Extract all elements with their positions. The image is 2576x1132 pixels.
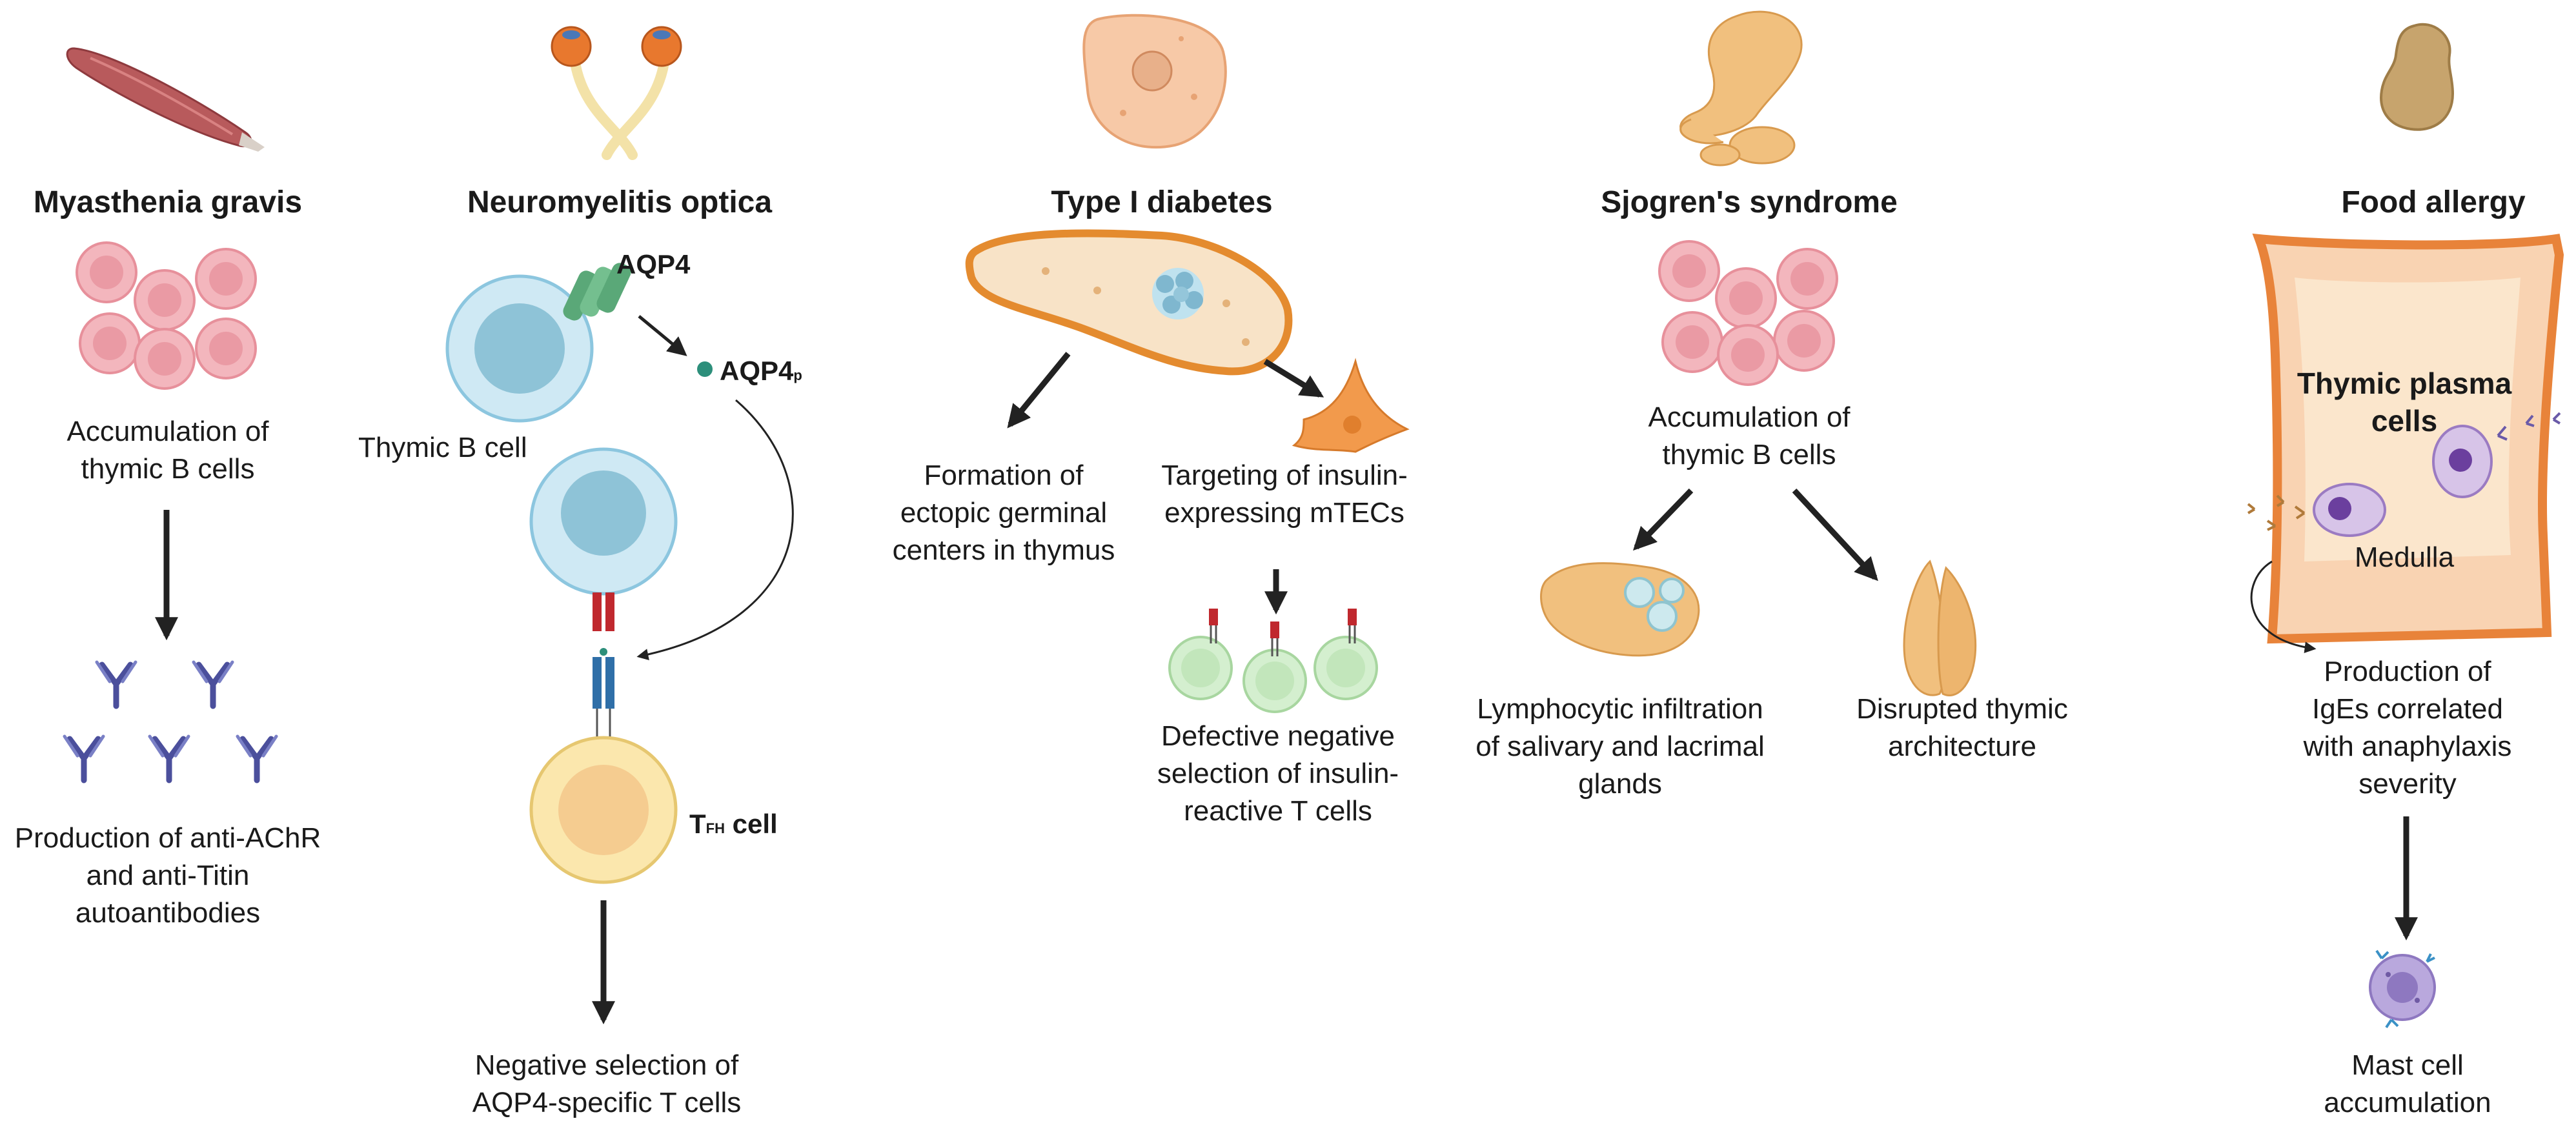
label-aqp4: AQP4 (616, 249, 691, 279)
t1d-arrow-left (1007, 352, 1071, 429)
label-tfh-cell: TFH cell (689, 809, 778, 839)
germinal-center-cluster (1152, 268, 1204, 319)
food-allergy-curve-arrow (2250, 560, 2317, 654)
sjogren-step-3: Disrupted thymic architecture (1856, 693, 2068, 762)
pancreas-cell-icon (1082, 14, 1227, 149)
mast-cell-icon (2369, 949, 2436, 1029)
label-medulla: Medulla (2354, 541, 2455, 573)
label-thymic-plasma-cells: Thymic plasma cells (2297, 367, 2512, 438)
thymic-b-cell-presenting (529, 447, 678, 596)
muscle-icon (66, 47, 265, 152)
title-neuromyelitis-optica: Neuromyelitis optica (467, 185, 773, 219)
t1d-step-2: Targeting of insulin- expressing mTECs (1161, 460, 1408, 529)
title-type-1-diabetes: Type I diabetes (1051, 185, 1273, 219)
plasma-cell-right (2432, 425, 2493, 498)
salivary-gland-icon (1679, 10, 1803, 167)
sjogren-step-2: Lymphocytic infiltration of salivary and… (1476, 693, 1765, 800)
thymic-b-cell-cluster-sjogren (1658, 240, 1838, 386)
sjogren-arrow-right (1792, 488, 1878, 581)
infiltrated-gland-icon (1540, 562, 1700, 657)
ige-antibody-icons (2247, 412, 2561, 531)
title-food-allergy: Food allergy (2341, 185, 2526, 219)
peanut-icon (2380, 23, 2455, 131)
nmo-step-1: Negative selection of AQP4-specific T ce… (472, 1049, 742, 1118)
sjogren-step-1: Accumulation of thymic B cells (1648, 401, 1851, 470)
mtec-icon (1292, 358, 1410, 453)
optic-nerve-icon (551, 26, 682, 160)
fa-step-2: Mast cell accumulation (2324, 1049, 2491, 1118)
sjogren-arrow-left (1632, 488, 1694, 551)
thymus-lobe-icon (965, 229, 1293, 376)
thymic-b-cell-top (445, 274, 594, 423)
t1d-step-1: Formation of ectopic germinal centers in… (892, 460, 1115, 566)
t1d-step-3: Defective negative selection of insulin-… (1157, 720, 1399, 827)
fa-step-1: Production of IgEs correlated with anaph… (2303, 656, 2512, 800)
aqp4-channel-icon (563, 263, 631, 321)
aqp4-presentation-arrow (636, 399, 794, 660)
title-myasthenia-gravis: Myasthenia gravis (33, 185, 303, 219)
t-cell-group (1168, 607, 1378, 713)
mg-step-1: Accumulation of thymic B cells (66, 416, 269, 485)
thymic-b-cell-cluster (76, 241, 257, 390)
label-thymic-b-cell: Thymic B cell (358, 432, 527, 463)
t1d-arrow-right (1263, 359, 1324, 398)
label-aqp4p: AQP4p (720, 356, 802, 386)
antibody-icons (65, 662, 276, 780)
disrupted-thymus-icon (1903, 560, 1977, 696)
aqp4-peptide-icon (697, 361, 713, 377)
mhc-tcr-complex (593, 592, 614, 742)
mg-step-2: Production of anti-AChR and anti-Titin a… (14, 822, 321, 929)
aqp4-cleave-arrow (638, 315, 687, 356)
plasma-cell-left (2313, 483, 2386, 537)
title-sjogrens-syndrome: Sjogren's syndrome (1601, 185, 1898, 219)
tfh-cell (529, 736, 678, 884)
